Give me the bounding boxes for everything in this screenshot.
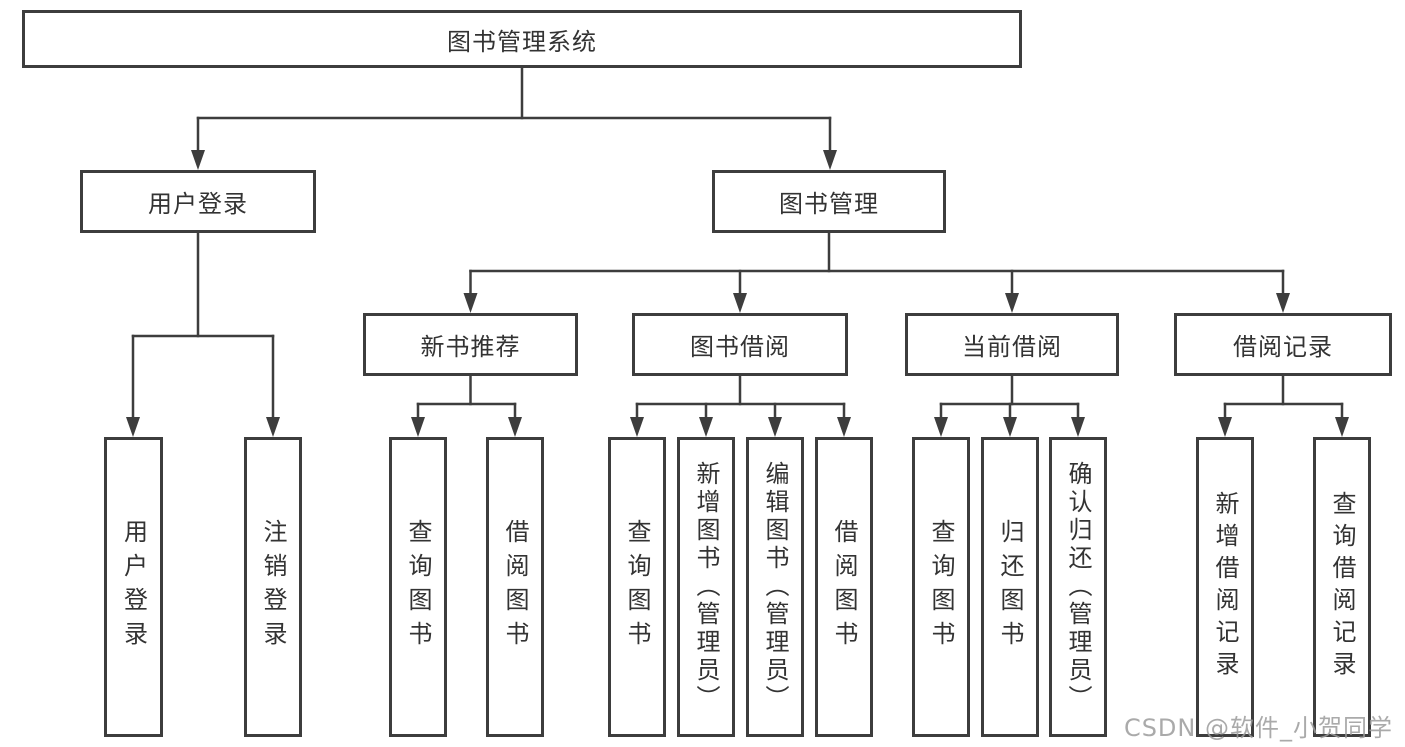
leaf-newbook-query-book: 查询图书: [389, 437, 447, 737]
leaf-add-book-admin: 新增图书（管理员）: [677, 437, 735, 737]
leaf-confirm-return-admin: 确认归还（管理员）: [1049, 437, 1107, 737]
node-book-borrowing: 图书借阅: [632, 313, 848, 376]
leaf-borrowing-borrow-book: 借阅图书: [815, 437, 873, 737]
leaf-return-book: 归还图书: [981, 437, 1039, 737]
node-book-management: 图书管理: [712, 170, 946, 233]
leaf-newbook-borrow-book: 借阅图书: [486, 437, 544, 737]
leaf-edit-book-admin: 编辑图书（管理员）: [746, 437, 804, 737]
node-library-management-system: 图书管理系统: [22, 10, 1022, 68]
leaf-user-login: 用户登录: [104, 437, 163, 737]
leaf-borrowing-query-book: 查询图书: [608, 437, 666, 737]
leaf-query-borrow-record: 查询借阅记录: [1313, 437, 1371, 737]
node-borrowing-records: 借阅记录: [1174, 313, 1392, 376]
csdn-watermark: CSDN @软件_小贺同学: [1123, 714, 1393, 742]
leaf-add-borrow-record: 新增借阅记录: [1196, 437, 1254, 737]
connector-group: [126, 68, 1349, 437]
leaf-current-query-book: 查询图书: [912, 437, 970, 737]
node-user-login: 用户登录: [80, 170, 316, 233]
leaf-logout-login: 注销登录: [244, 437, 302, 737]
node-current-borrowing: 当前借阅: [905, 313, 1119, 376]
node-new-book-recommend: 新书推荐: [363, 313, 578, 376]
